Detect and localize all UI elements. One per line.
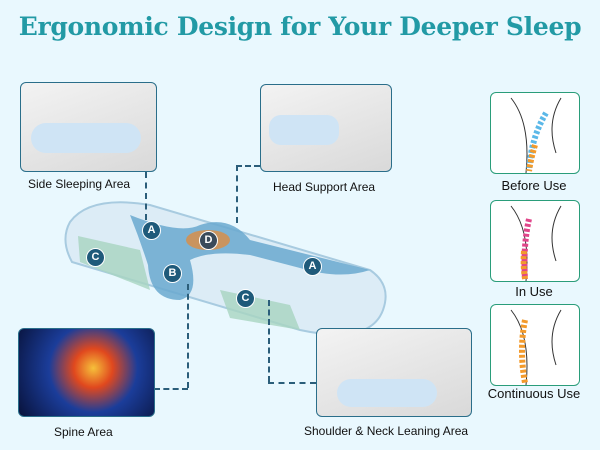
in-use-image bbox=[490, 200, 580, 282]
marker-c: C bbox=[86, 248, 105, 267]
continuous-use-label: Continuous Use bbox=[487, 386, 581, 401]
connector-line bbox=[187, 284, 189, 388]
marker-a: A bbox=[142, 221, 161, 240]
connector-line bbox=[236, 165, 238, 223]
connector-line bbox=[154, 388, 188, 390]
spine-photo bbox=[18, 328, 155, 417]
before-use-image bbox=[490, 92, 580, 174]
marker-a: A bbox=[303, 257, 322, 276]
shoulder-neck-label: Shoulder & Neck Leaning Area bbox=[304, 424, 469, 438]
side-sleeping-label: Side Sleeping Area bbox=[28, 177, 131, 191]
page-title: Ergonomic Design for Your Deeper Sleep bbox=[18, 12, 582, 41]
connector-line bbox=[268, 382, 316, 384]
spine-label: Spine Area bbox=[54, 425, 113, 439]
marker-d: D bbox=[199, 231, 218, 250]
marker-c: C bbox=[236, 289, 255, 308]
connector-line bbox=[268, 300, 270, 382]
connector-line bbox=[145, 172, 147, 220]
shoulder-neck-photo bbox=[316, 328, 472, 417]
continuous-use-image bbox=[490, 304, 580, 386]
before-use-label: Before Use bbox=[501, 178, 567, 193]
side-sleeping-photo bbox=[20, 82, 157, 172]
marker-b: B bbox=[163, 264, 182, 283]
head-support-photo bbox=[260, 84, 392, 172]
head-support-label: Head Support Area bbox=[273, 180, 376, 194]
connector-line bbox=[236, 165, 260, 167]
in-use-label: In Use bbox=[515, 284, 553, 299]
